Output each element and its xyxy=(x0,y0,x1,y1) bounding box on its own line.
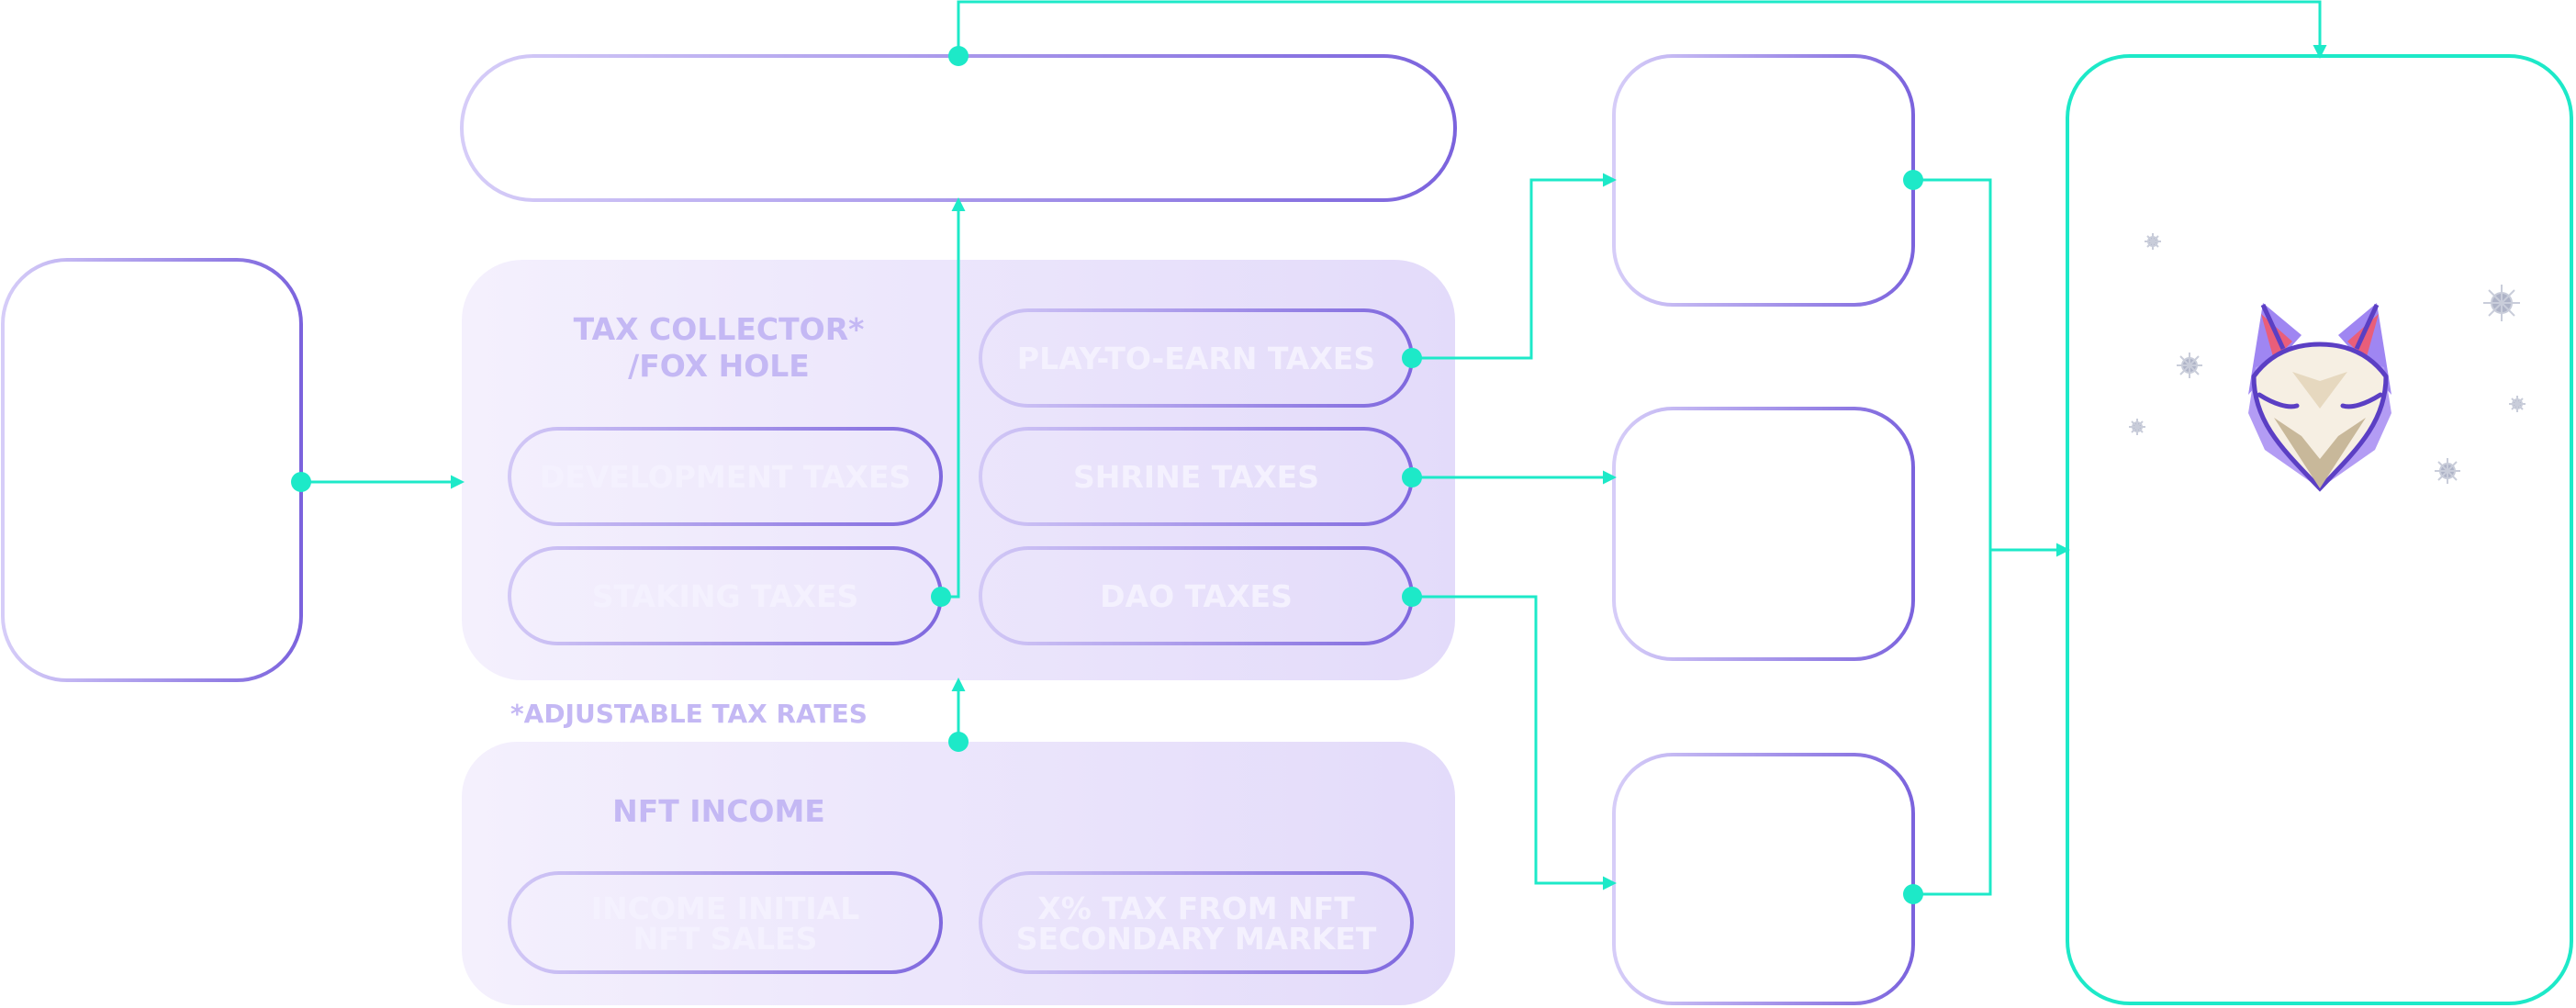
pill-secondary-line2: SECONDARY MARKET xyxy=(1016,921,1377,957)
node-shrine xyxy=(1402,467,1422,487)
adjustable-tax-note: *ADJUSTABLE TAX RATES xyxy=(510,699,868,729)
pill-shrine-label: SHRINE TAXES xyxy=(1073,459,1319,495)
fox-treasury-box xyxy=(2066,54,2573,1005)
pill-dao-label: DAO TAXES xyxy=(1100,578,1293,614)
node-bottom-box xyxy=(1903,884,1923,904)
pill-income-initial-line2: NFT SALES xyxy=(633,921,818,957)
node-play-to-earn xyxy=(1402,348,1422,368)
sparkle-icon xyxy=(2129,233,2526,484)
node-top-bar xyxy=(948,46,969,66)
pill-staking-label: STAKING TAXES xyxy=(592,578,859,614)
top-bar-box xyxy=(460,54,1457,202)
pill-income-initial-line1: INCOME INITIAL xyxy=(591,890,860,926)
connector-dao-to-bottom-box xyxy=(1412,595,1617,890)
pill-income-initial-nft-sales: INCOME INITIAL NFT SALES xyxy=(508,871,943,974)
node-nft-income xyxy=(948,732,969,752)
target-box-bottom xyxy=(1612,753,1915,1005)
target-box-top xyxy=(1612,54,1915,307)
tax-collector-title-line1: TAX COLLECTOR* xyxy=(574,311,865,347)
pill-development-taxes: DEVELOPMENT TAXES xyxy=(508,427,943,526)
connector-top-bar-to-treasury xyxy=(957,0,2327,59)
nft-income-title: NFT INCOME xyxy=(612,793,825,829)
pill-play-to-earn-label: PLAY-TO-EARN TAXES xyxy=(1017,341,1375,376)
connector-top-box-to-bus xyxy=(1913,178,1992,896)
connector-nodes xyxy=(291,46,1923,904)
pill-development-label: DEVELOPMENT TAXES xyxy=(540,459,911,495)
target-box-middle xyxy=(1612,407,1915,661)
pill-nft-secondary-market-tax: X% TAX FROM NFT SECONDARY MARKET xyxy=(979,871,1414,974)
tax-collector-title-line2: /FOX HOLE xyxy=(628,348,810,384)
fox-mascot-icon xyxy=(2248,303,2391,492)
node-source xyxy=(291,472,311,492)
pill-staking-taxes: STAKING TAXES xyxy=(508,546,943,645)
pill-shrine-taxes: SHRINE TAXES xyxy=(979,427,1414,526)
nft-income-panel xyxy=(462,742,1455,1005)
connector-play-to-earn-to-top-box xyxy=(1412,173,1617,360)
pill-secondary-line1: X% TAX FROM NFT xyxy=(1037,890,1355,926)
node-dao xyxy=(1402,587,1422,607)
source-box xyxy=(1,258,303,682)
node-top-box xyxy=(1903,170,1923,190)
node-staking xyxy=(931,587,951,607)
